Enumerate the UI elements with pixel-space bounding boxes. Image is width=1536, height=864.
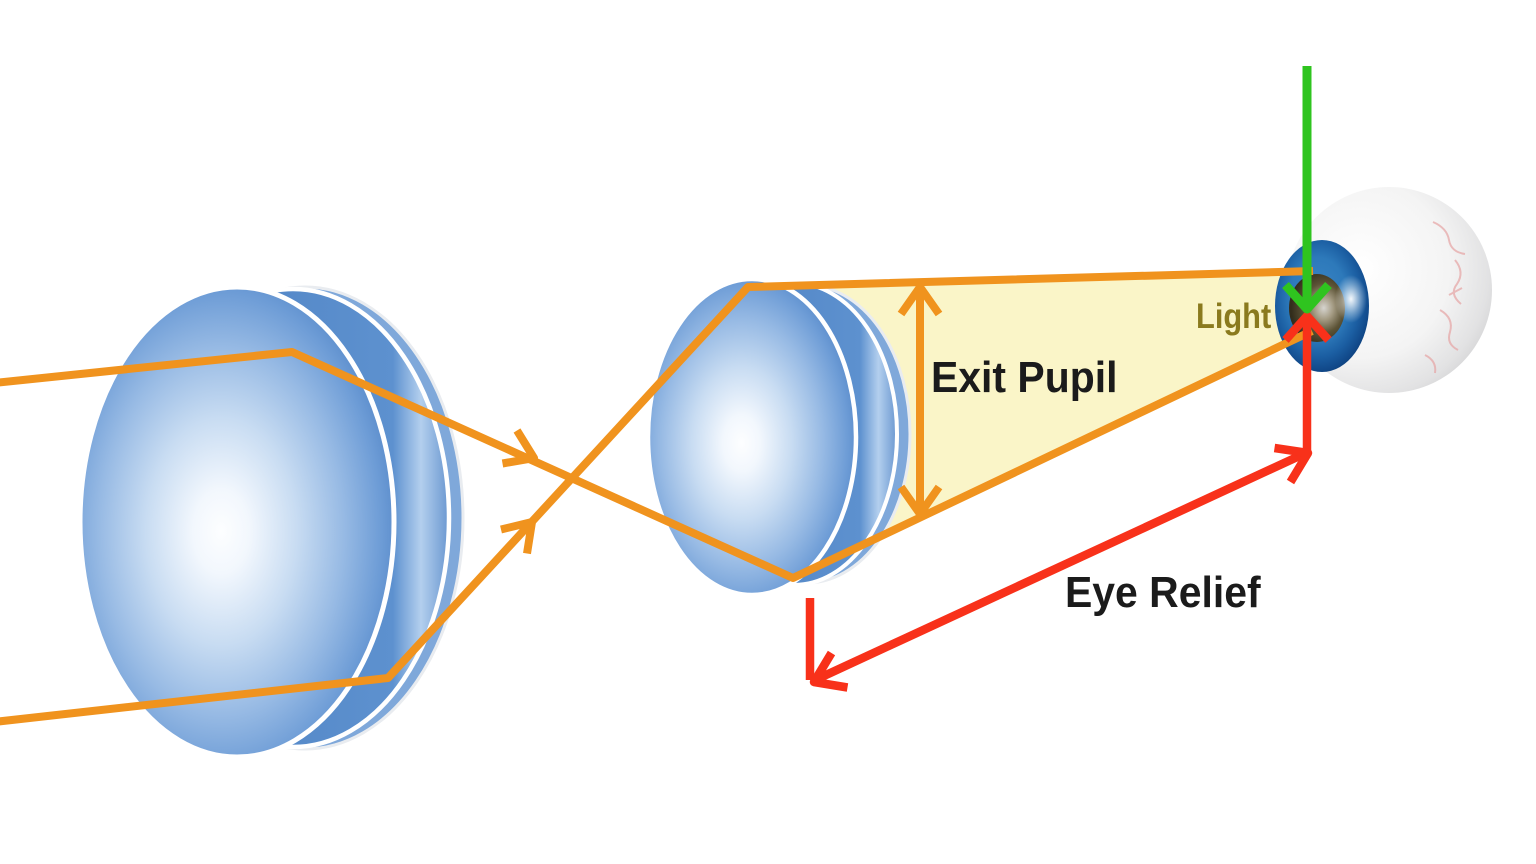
eye-relief-arrowhead-left	[809, 650, 849, 692]
pupil-red-arrowhead	[1282, 311, 1332, 343]
eyepiece-lens-front-face	[645, 276, 859, 598]
exit-pupil-arrowhead-bottom	[897, 484, 943, 518]
ray-lower	[0, 267, 1314, 726]
objective-lens	[77, 284, 465, 760]
eye-relief-arrowhead-right	[1273, 443, 1313, 485]
eyepiece-lens	[645, 276, 912, 598]
objective-lens-front-face	[77, 284, 397, 760]
green-axis-arrowhead	[1282, 281, 1332, 314]
ray-lower-arrowhead	[500, 518, 536, 555]
ray-upper-arrowhead	[501, 428, 538, 468]
eye-relief-label: Eye Relief	[1065, 568, 1261, 617]
ray-upper	[0, 327, 1314, 582]
eye-veins	[1424, 221, 1466, 374]
green-axis-arrow	[1282, 66, 1332, 314]
light-rays	[0, 267, 1314, 726]
exit-pupil-arrowhead-top	[897, 283, 943, 317]
light-label: Light	[1196, 297, 1272, 336]
eye-highlight	[1335, 275, 1367, 323]
exit-pupil-label: Exit Pupil	[931, 353, 1118, 402]
eye-relief-arrow-shaft	[811, 448, 1310, 685]
eye-relief-dimension	[805, 311, 1332, 692]
